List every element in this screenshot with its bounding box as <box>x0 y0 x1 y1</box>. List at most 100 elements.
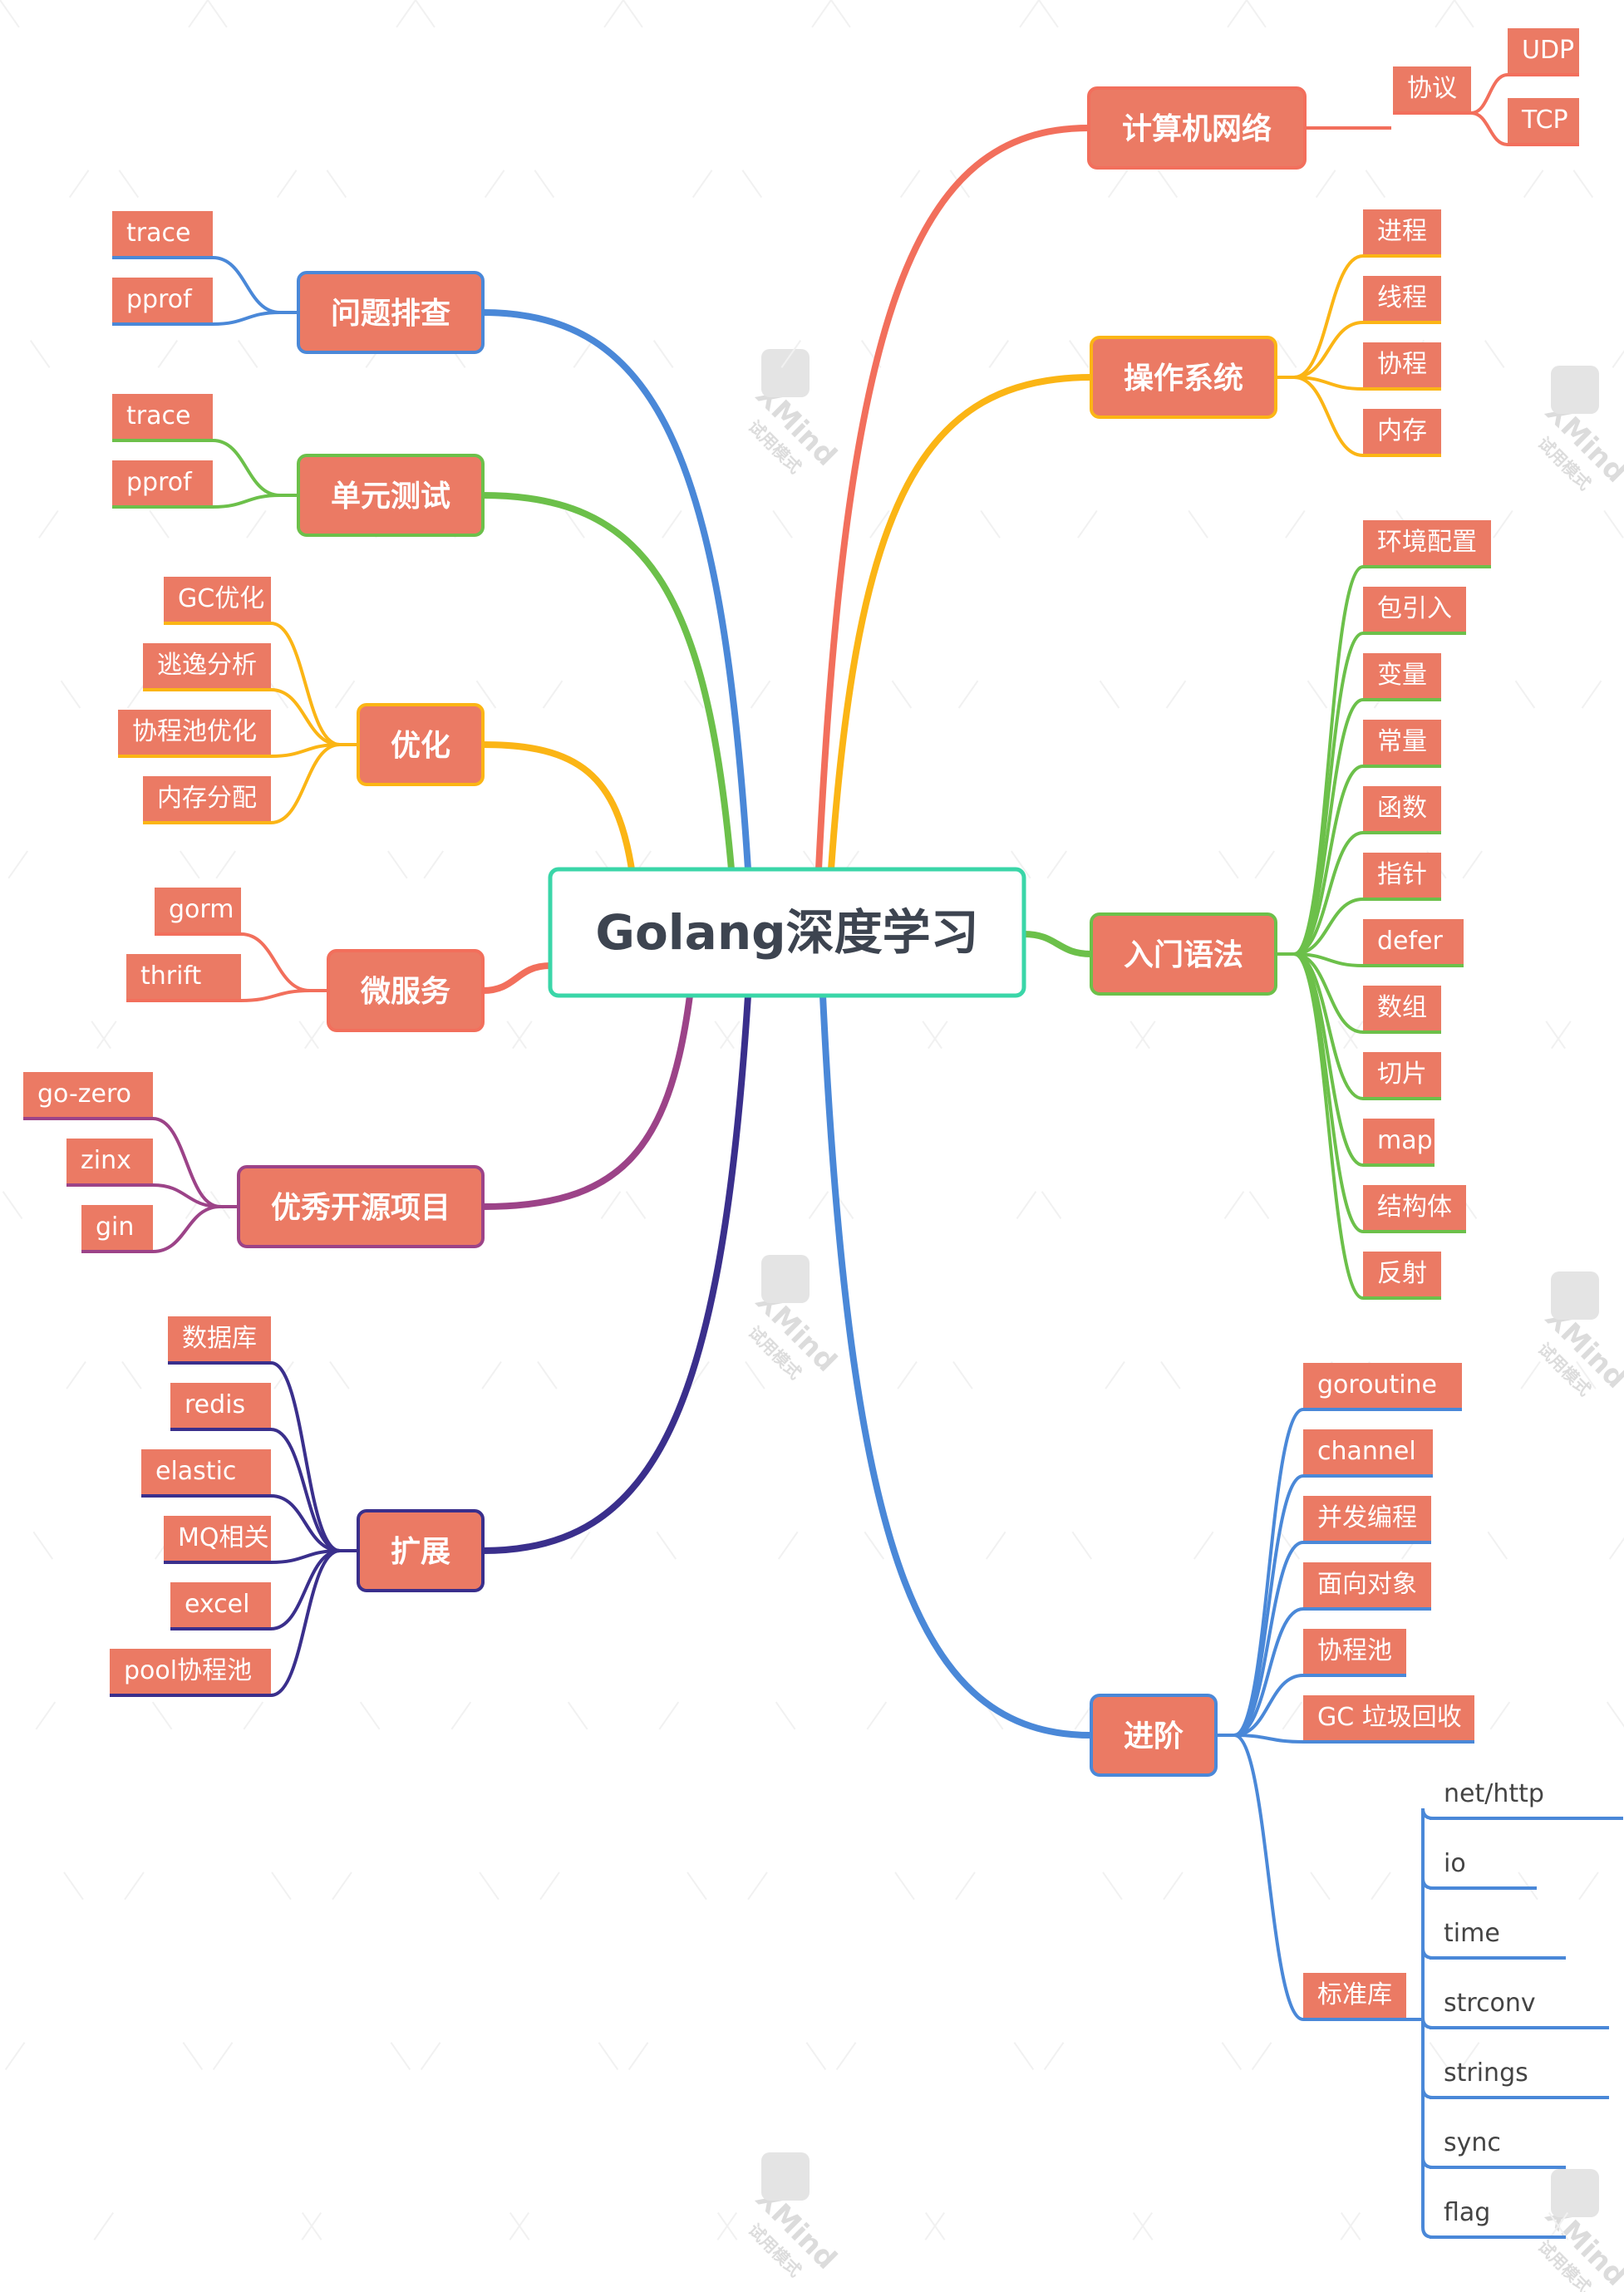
node-debug-trace-label: trace <box>126 219 190 248</box>
node-advanced-node-box[interactable] <box>1303 1562 1431 1609</box>
connector-basics-1 <box>1292 632 1365 956</box>
watermark-logo-icon <box>761 2152 810 2201</box>
node-basics-node-box[interactable] <box>1363 653 1441 700</box>
node-unittest-pprof-box[interactable] <box>112 460 213 507</box>
node-tcp-box[interactable] <box>1508 98 1579 145</box>
node-extend-redis-box[interactable] <box>170 1383 271 1429</box>
spine-debug <box>480 309 751 873</box>
node-basics-node-label: 数组 <box>1377 993 1427 1022</box>
central-topic-box[interactable] <box>548 867 1026 998</box>
node-basics-map-box[interactable] <box>1363 1119 1435 1165</box>
node-basics-node-box[interactable] <box>1363 853 1441 899</box>
node-extend-mq-box[interactable] <box>164 1516 271 1562</box>
topic-debug-box[interactable] <box>297 271 485 354</box>
connector-os-3 <box>1292 376 1365 457</box>
node-advanced-node-box[interactable] <box>1303 1973 1406 2019</box>
topic-extend-box[interactable] <box>357 1509 485 1592</box>
topic-optimize-label: 优化 <box>391 729 450 763</box>
node-basics-defer-box[interactable] <box>1363 919 1464 966</box>
node-os-node-box[interactable] <box>1363 276 1441 322</box>
node-advanced-node-box[interactable] <box>1303 1629 1406 1675</box>
node-micro-thrift-box[interactable] <box>126 954 241 1001</box>
connector-debug-1 <box>211 311 282 326</box>
node-basics-node-box[interactable] <box>1363 520 1491 567</box>
node-debug-trace-box[interactable] <box>112 211 213 258</box>
node-advanced-gc-box[interactable] <box>1303 1695 1474 1742</box>
node-basics-node-label: 变量 <box>1377 661 1427 690</box>
node-stdlib-time-label: time <box>1444 1919 1500 1948</box>
connector-opensource-1 <box>151 1183 222 1208</box>
node-basics-node-box[interactable] <box>1363 986 1441 1032</box>
connector-debug-0 <box>211 256 282 314</box>
node-tcp-label: TCP <box>1521 106 1568 135</box>
node-basics-node-label: 结构体 <box>1377 1193 1452 1222</box>
topic-micro-box[interactable] <box>327 949 485 1032</box>
topic-micro-label: 微服务 <box>360 975 450 1009</box>
topic-network-box[interactable] <box>1087 86 1307 170</box>
node-advanced-goroutine-label: goroutine <box>1317 1370 1437 1399</box>
node-basics-node-box[interactable] <box>1363 786 1441 833</box>
node-opensource-gin-box[interactable] <box>81 1205 153 1252</box>
connector-advanced-6 <box>1233 1734 1305 2021</box>
node-opensource-go-zero-label: go-zero <box>37 1080 131 1109</box>
node-advanced-node-box[interactable] <box>1303 1496 1431 1542</box>
spine-advanced <box>819 992 1095 1739</box>
spine-micro <box>480 962 554 994</box>
connector-os-0 <box>1292 254 1365 379</box>
topic-advanced-box[interactable] <box>1090 1694 1218 1777</box>
spine-unittest <box>480 492 735 873</box>
node-basics-node-box[interactable] <box>1363 1252 1441 1298</box>
watermark-line <box>0 0 1248 1783</box>
node-micro-thrift-label: thrift <box>140 962 201 991</box>
node-advanced-goroutine-box[interactable] <box>1303 1363 1462 1409</box>
topic-opensource-box[interactable] <box>237 1165 485 1248</box>
node-advanced-channel-box[interactable] <box>1303 1429 1433 1476</box>
topic-debug-label: 问题排查 <box>331 297 450 331</box>
topic-os-box[interactable] <box>1090 336 1277 419</box>
node-debug-pprof-box[interactable] <box>112 278 213 324</box>
node-udp-box[interactable] <box>1508 28 1579 75</box>
connector-extend-0 <box>269 1361 342 1552</box>
node-protocol-label: 协议 <box>1407 74 1457 103</box>
node-optimize-node-box[interactable] <box>118 710 271 756</box>
node-debug-pprof-label: pprof <box>126 285 193 314</box>
node-optimize-node-box[interactable] <box>143 643 271 690</box>
node-optimize-gc-box[interactable] <box>164 577 271 623</box>
spine-optimize <box>480 741 635 873</box>
node-extend-node-box[interactable] <box>168 1316 271 1363</box>
node-os-node-box[interactable] <box>1363 409 1441 455</box>
node-os-node-box[interactable] <box>1363 209 1441 256</box>
node-basics-node-label: 切片 <box>1377 1060 1427 1089</box>
node-basics-node-label: 反射 <box>1377 1259 1427 1288</box>
node-basics-node-box[interactable] <box>1363 1185 1466 1232</box>
node-micro-gorm-box[interactable] <box>155 888 241 934</box>
node-opensource-zinx-box[interactable] <box>66 1139 153 1185</box>
connector-advanced-5 <box>1233 1734 1305 1744</box>
node-advanced-node-label: 标准库 <box>1317 1980 1392 2009</box>
topic-unittest-label: 单元测试 <box>331 480 450 514</box>
node-basics-node-box[interactable] <box>1363 1052 1441 1099</box>
node-unittest-trace-box[interactable] <box>112 394 213 440</box>
topic-basics-box[interactable] <box>1090 912 1277 996</box>
node-advanced-node-label: 面向对象 <box>1317 1570 1417 1599</box>
topic-unittest-box[interactable] <box>297 454 485 537</box>
node-opensource-go-zero-box[interactable] <box>23 1072 153 1119</box>
node-extend-pool-box[interactable] <box>110 1649 271 1695</box>
watermark-line <box>1454 0 1624 244</box>
topic-advanced-label: 进阶 <box>1124 1719 1184 1753</box>
node-protocol-box[interactable] <box>1393 66 1471 113</box>
node-basics-node-label: 常量 <box>1377 727 1427 756</box>
node-basics-node-box[interactable] <box>1363 720 1441 766</box>
node-opensource-gin-label: gin <box>96 1212 134 1242</box>
node-optimize-node-box[interactable] <box>143 776 271 823</box>
node-os-node-box[interactable] <box>1363 342 1441 389</box>
watermark-logo-icon <box>1551 1271 1599 1320</box>
node-extend-excel-box[interactable] <box>170 1582 271 1629</box>
topic-optimize-box[interactable] <box>357 703 485 786</box>
node-extend-elastic-box[interactable] <box>141 1449 271 1496</box>
topic-opensource-label: 优秀开源项目 <box>271 1191 450 1225</box>
node-optimize-node-label: 内存分配 <box>157 784 257 813</box>
node-basics-node-box[interactable] <box>1363 587 1466 633</box>
node-unittest-pprof-label: pprof <box>126 468 193 497</box>
